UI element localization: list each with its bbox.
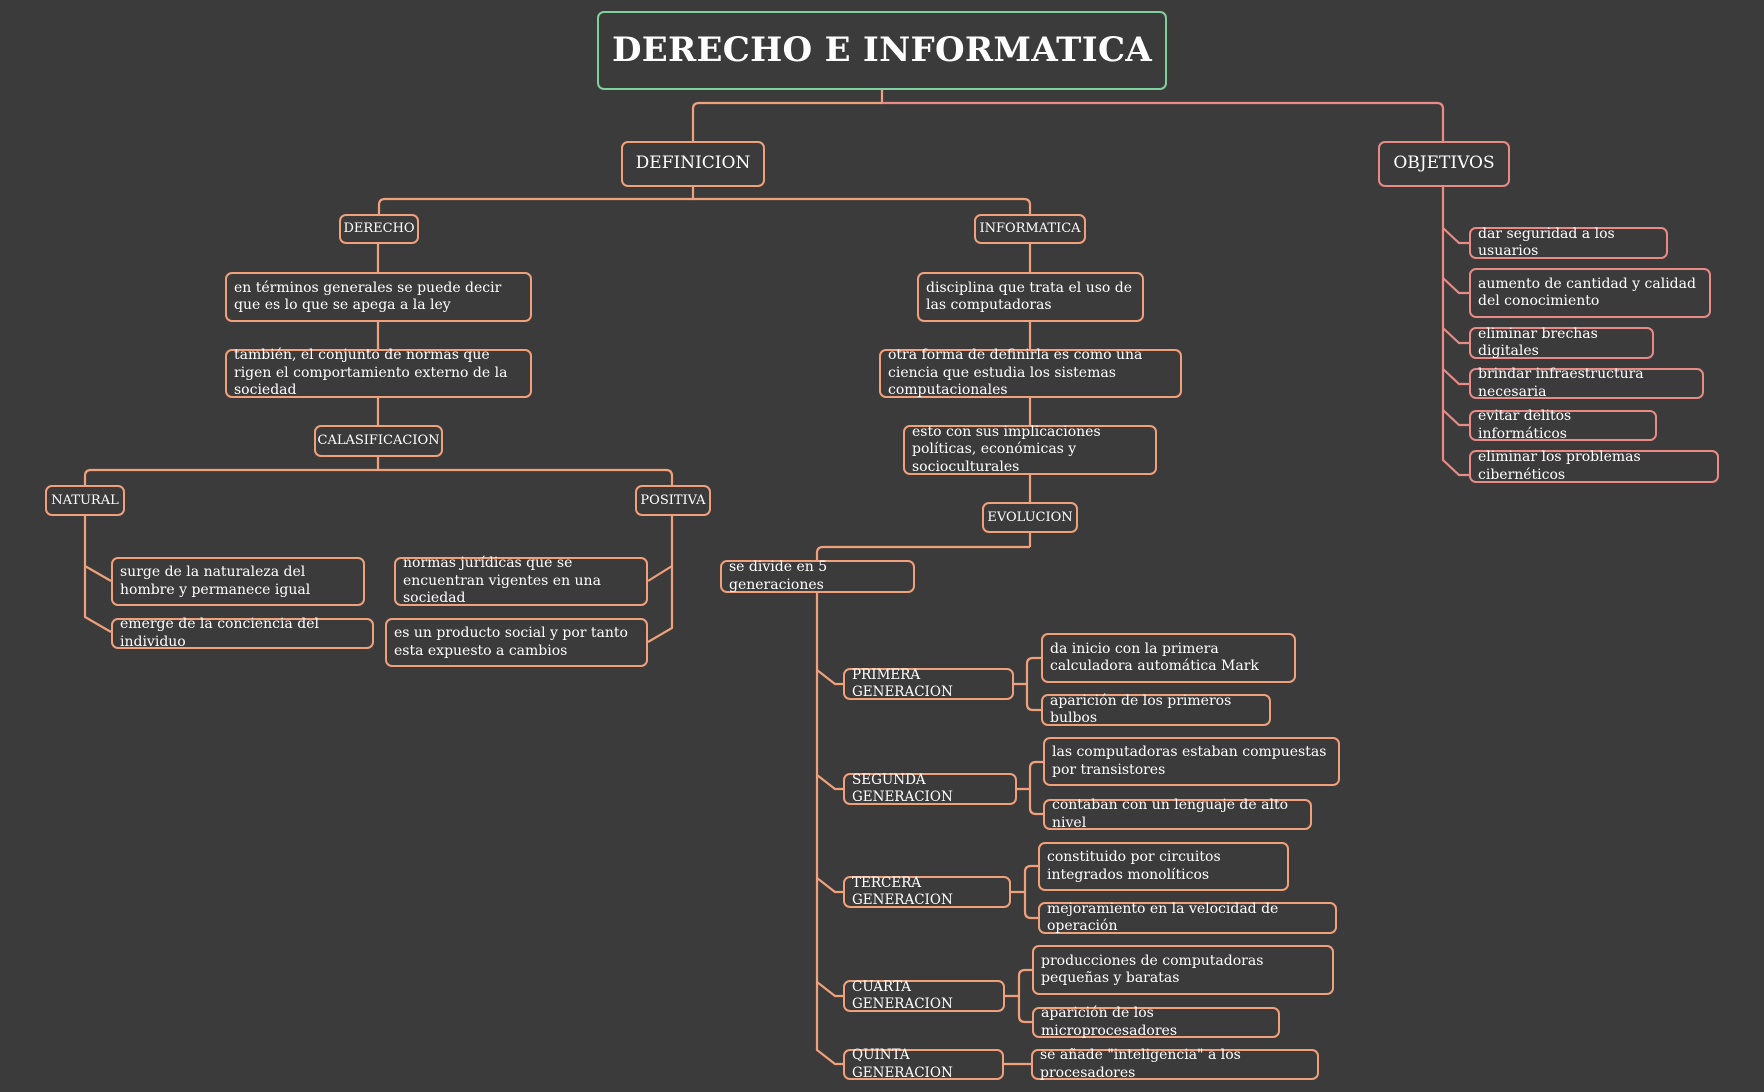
objetivo-text: evitar delitos informáticos <box>1478 408 1572 442</box>
gen-cuarta-node[interactable]: CUARTA GENERACION <box>843 978 1005 1013</box>
gen-item-text: las computadoras estaban compuestas por … <box>1052 744 1327 778</box>
objetivo-item-6[interactable]: eliminar los problemas cibernéticos <box>1469 449 1719 483</box>
gen-quinta-node[interactable]: QUINTA GENERACION <box>843 1047 1004 1081</box>
gen-item-text: mejoramiento en la velocidad de operació… <box>1047 900 1279 935</box>
gen-item-text: aparición de los microprocesadores <box>1041 1005 1178 1039</box>
informatica-item-3[interactable]: esto con sus implicaciones políticas, ec… <box>903 423 1157 475</box>
gen-label: SEGUNDA GENERACION <box>852 771 953 806</box>
derecho-item-text: también, el conjunto de normas que rigen… <box>234 347 508 399</box>
root-title: DERECHO E INFORMATICA <box>611 29 1153 70</box>
objetivo-text: eliminar los problemas cibernéticos <box>1478 449 1641 483</box>
divide-text: se divide en 5 generaciones <box>729 559 828 593</box>
natural-item-2[interactable]: emerge de la conciencia del individuo <box>111 616 374 650</box>
evolucion-label: EVOLUCION <box>987 509 1073 525</box>
positiva-item-2[interactable]: es un producto social y por tanto esta e… <box>385 618 648 667</box>
gen-cuarta-item-2[interactable]: aparición de los microprocesadores <box>1032 1005 1280 1039</box>
objetivo-text: aumento de cantidad y calidad del conoci… <box>1478 275 1696 310</box>
objetivo-item-1[interactable]: dar seguridad a los usuarios <box>1469 225 1668 260</box>
derecho-node[interactable]: DERECHO <box>339 214 419 244</box>
clasificacion-node[interactable]: CALASIFICACION <box>314 425 443 457</box>
clasificacion-label: CALASIFICACION <box>317 433 440 449</box>
evolucion-node[interactable]: EVOLUCION <box>982 502 1078 533</box>
gen-label: QUINTA GENERACION <box>852 1047 953 1081</box>
derecho-label: DERECHO <box>343 221 415 237</box>
informatica-item-text: disciplina que trata el uso de las compu… <box>926 279 1133 314</box>
objetivos-label: OBJETIVOS <box>1393 153 1495 174</box>
gen-segunda-item-1[interactable]: las computadoras estaban compuestas por … <box>1043 737 1340 786</box>
gen-item-text: da inicio con la primera calculadora aut… <box>1050 640 1259 675</box>
gen-item-text: se añade "inteligencia" a los procesador… <box>1040 1047 1241 1081</box>
gen-quinta-item-1[interactable]: se añade "inteligencia" a los procesador… <box>1031 1047 1319 1081</box>
informatica-item-text: esto con sus implicaciones políticas, ec… <box>912 423 1101 475</box>
gen-tercera-item-2[interactable]: mejoramiento en la velocidad de operació… <box>1038 900 1337 935</box>
gen-cuarta-item-1[interactable]: producciones de computadoras pequeñas y … <box>1032 945 1334 995</box>
informatica-item-2[interactable]: otra forma de definirla es como una cien… <box>879 347 1182 399</box>
derecho-item-2[interactable]: también, el conjunto de normas que rigen… <box>225 347 532 399</box>
objetivo-item-5[interactable]: evitar delitos informáticos <box>1469 408 1657 442</box>
objetivo-text: brindar infraestructura necesaria <box>1478 366 1644 400</box>
derecho-item-text: en términos generales se puede decir que… <box>234 279 502 314</box>
gen-primera-item-1[interactable]: da inicio con la primera calculadora aut… <box>1041 633 1296 683</box>
divide-node[interactable]: se divide en 5 generaciones <box>720 559 915 593</box>
gen-item-text: contaban con un lenguaje de alto nivel <box>1052 797 1289 831</box>
informatica-item-1[interactable]: disciplina que trata el uso de las compu… <box>917 272 1144 322</box>
gen-label: PRIMERA GENERACION <box>852 666 953 701</box>
informatica-item-text: otra forma de definirla es como una cien… <box>888 347 1143 399</box>
positiva-item-text: normas jurídicas que se encuentran vigen… <box>403 555 601 607</box>
informatica-label: INFORMATICA <box>979 221 1081 237</box>
natural-item-text: emerge de la conciencia del individuo <box>120 616 319 650</box>
definicion-label: DEFINICION <box>635 153 751 174</box>
positiva-item-1[interactable]: normas jurídicas que se encuentran vigen… <box>394 555 648 607</box>
objetivo-item-3[interactable]: eliminar brechas digitales <box>1469 325 1654 360</box>
gen-primera-node[interactable]: PRIMERA GENERACION <box>843 666 1014 701</box>
gen-tercera-item-1[interactable]: constituido por circuitos integrados mon… <box>1038 842 1289 891</box>
positiva-label: POSITIVA <box>640 492 706 508</box>
gen-tercera-node[interactable]: TERCERA GENERACION <box>843 874 1011 909</box>
positiva-node[interactable]: POSITIVA <box>635 485 711 516</box>
definicion-node[interactable]: DEFINICION <box>621 141 765 187</box>
gen-label: TERCERA GENERACION <box>852 874 953 909</box>
natural-item-text: surge de la naturaleza del hombre y perm… <box>120 564 311 598</box>
derecho-item-1[interactable]: en términos generales se puede decir que… <box>225 272 532 322</box>
objetivo-item-4[interactable]: brindar infraestructura necesaria <box>1469 366 1704 400</box>
gen-item-text: producciones de computadoras pequeñas y … <box>1041 952 1264 987</box>
root-title-node[interactable]: DERECHO E INFORMATICA <box>597 11 1167 90</box>
gen-item-text: constituido por circuitos integrados mon… <box>1047 849 1221 883</box>
objetivo-text: eliminar brechas digitales <box>1478 325 1598 360</box>
positiva-item-text: es un producto social y por tanto esta e… <box>394 625 628 659</box>
objetivos-node[interactable]: OBJETIVOS <box>1378 141 1510 187</box>
objetivo-text: dar seguridad a los usuarios <box>1478 225 1615 260</box>
gen-segunda-node[interactable]: SEGUNDA GENERACION <box>843 771 1017 806</box>
natural-node[interactable]: NATURAL <box>45 485 125 516</box>
objetivo-item-2[interactable]: aumento de cantidad y calidad del conoci… <box>1469 268 1711 318</box>
gen-item-text: aparición de los primeros bulbos <box>1050 692 1232 727</box>
informatica-node[interactable]: INFORMATICA <box>974 214 1086 244</box>
natural-item-1[interactable]: surge de la naturaleza del hombre y perm… <box>111 557 365 606</box>
gen-primera-item-2[interactable]: aparición de los primeros bulbos <box>1041 692 1271 727</box>
gen-label: CUARTA GENERACION <box>852 978 953 1013</box>
natural-label: NATURAL <box>51 492 119 508</box>
gen-segunda-item-2[interactable]: contaban con un lenguaje de alto nivel <box>1043 797 1312 831</box>
